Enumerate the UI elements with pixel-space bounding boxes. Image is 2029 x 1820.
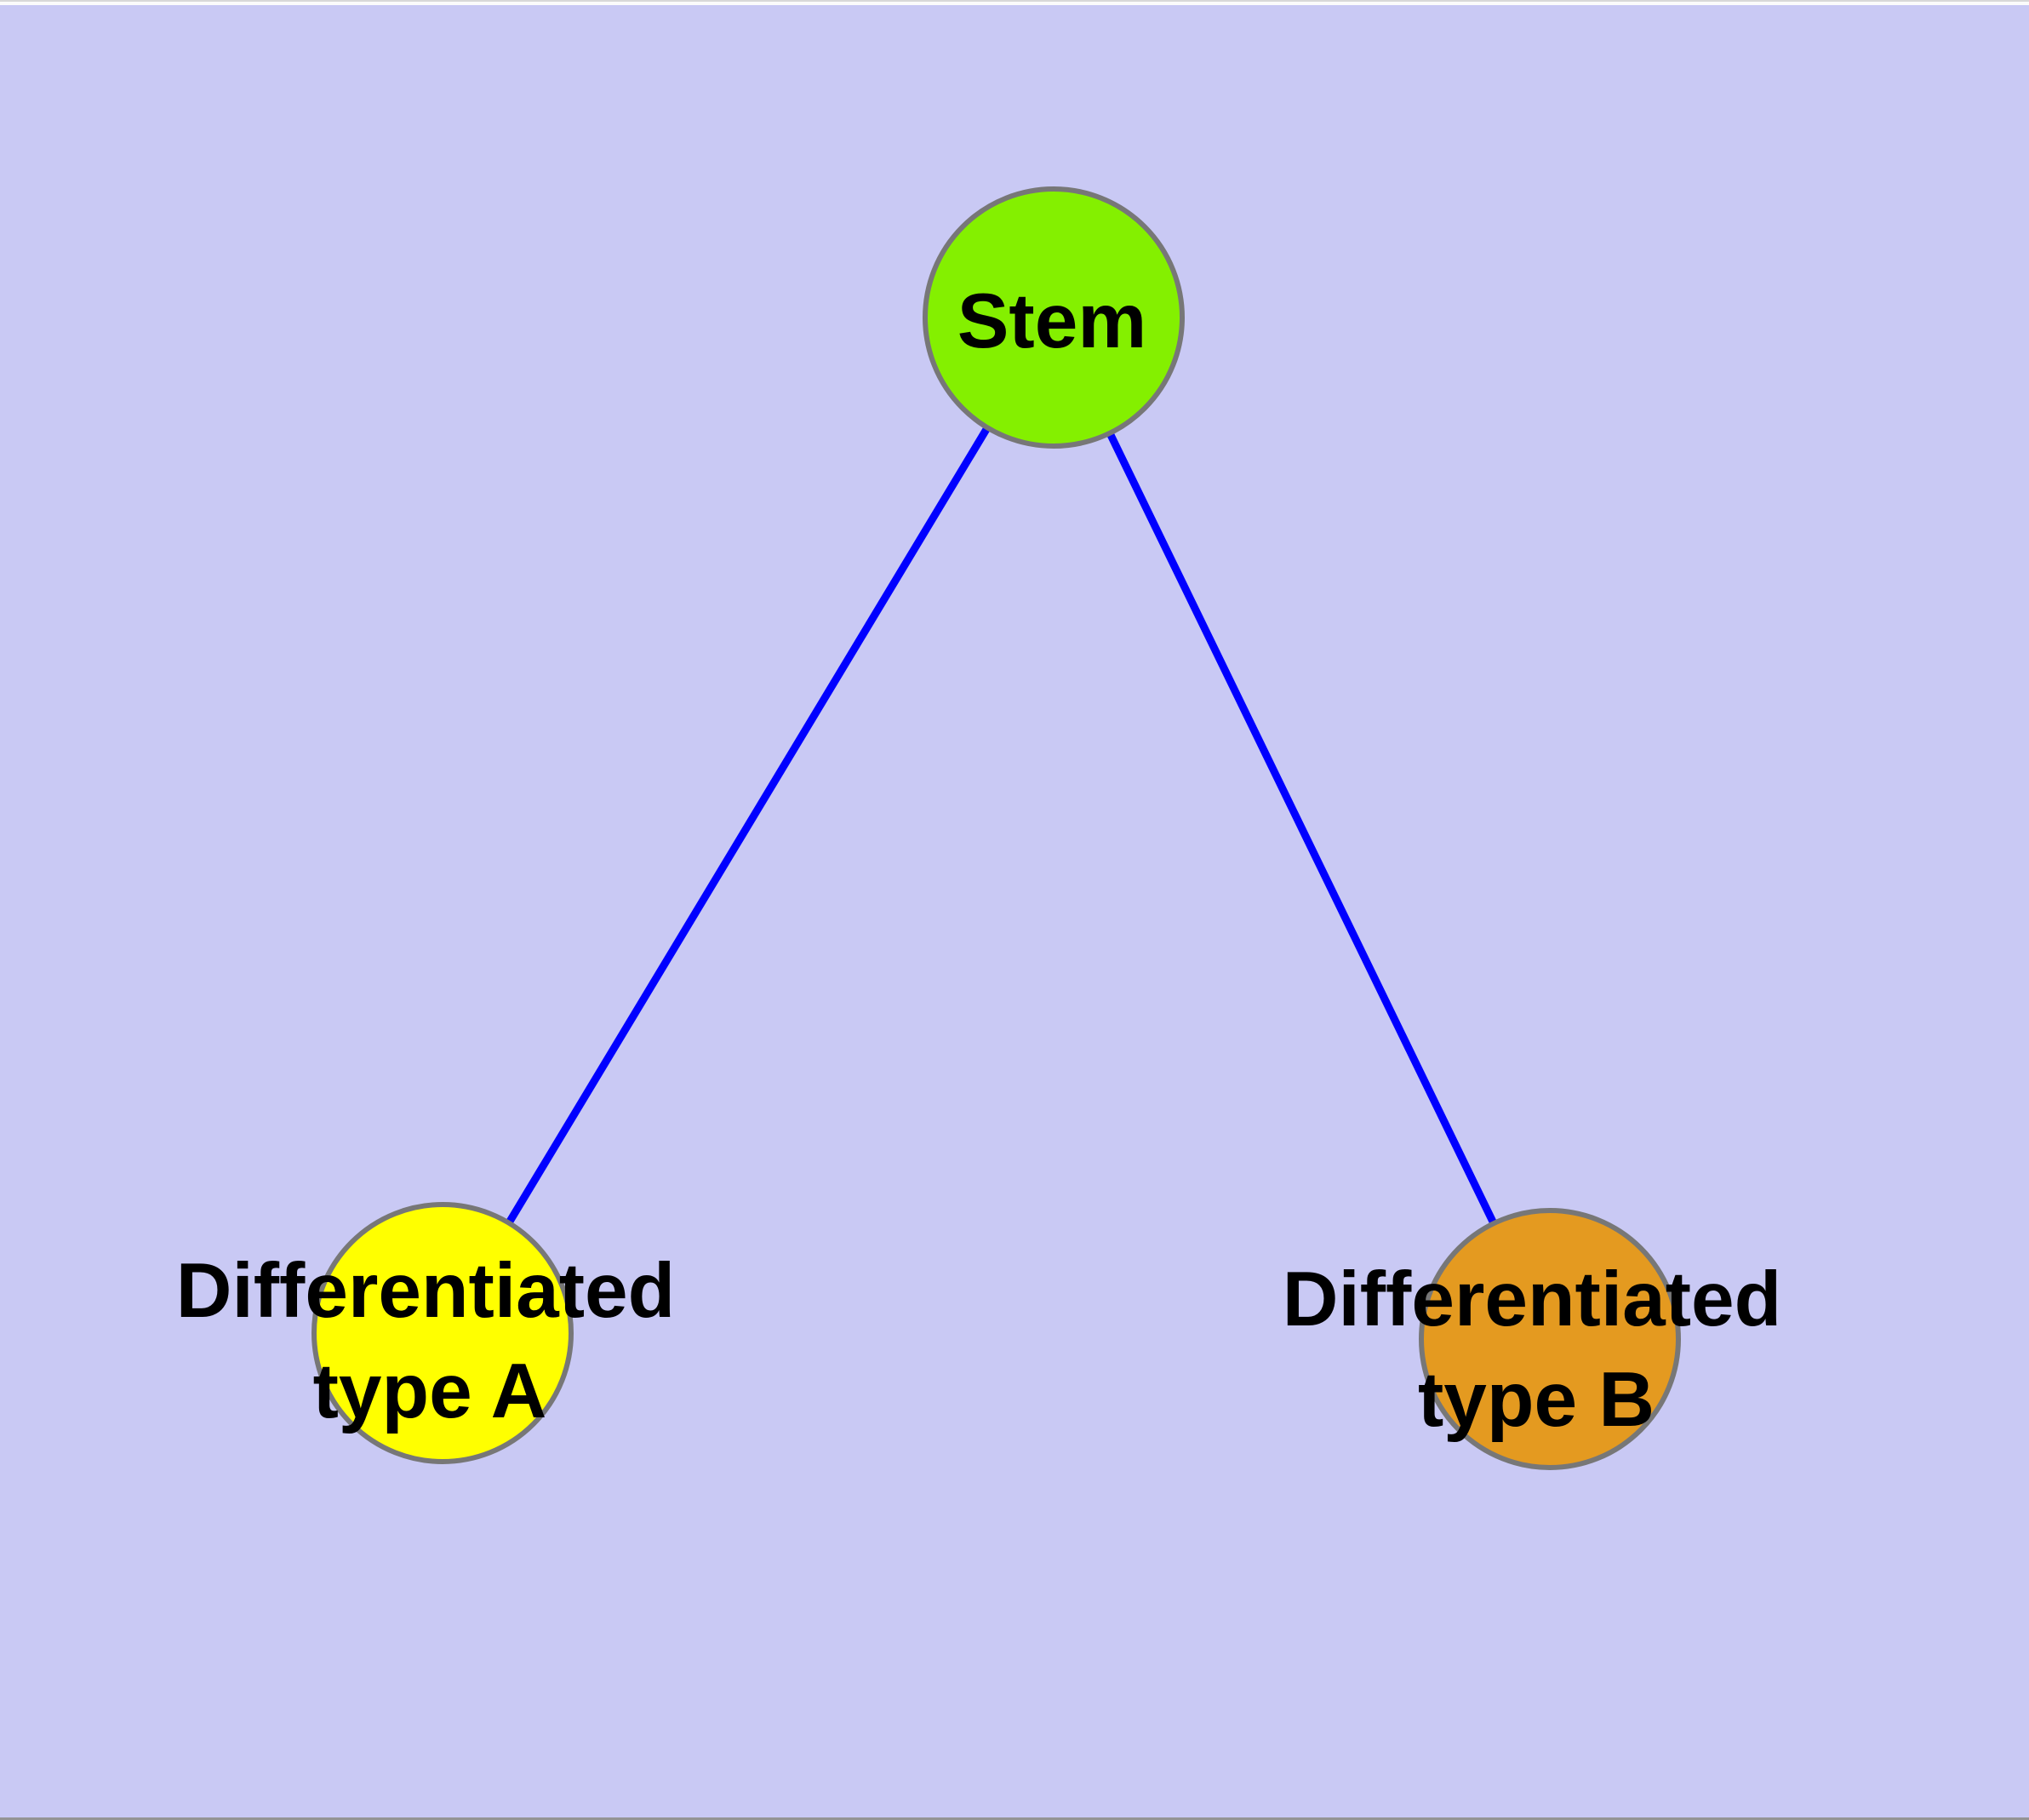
node-differentiated-type-b xyxy=(1419,1208,1681,1470)
node-type-b-label-line1: Differentiated xyxy=(1283,1256,1782,1342)
frame-bottom-line xyxy=(0,1817,2029,1820)
node-differentiated-type-a xyxy=(311,1202,574,1464)
node-type-a-label-line1: Differentiated xyxy=(176,1248,676,1334)
edge-stem-to-type-a xyxy=(439,315,1057,1336)
frame-top-strip xyxy=(0,2,2029,5)
node-type-a-label-line2: type A xyxy=(313,1348,547,1434)
node-stem xyxy=(923,186,1185,449)
frame-top-line xyxy=(0,0,2029,2)
node-type-b-label-line2: type B xyxy=(1418,1357,1655,1443)
edge-stem-to-type-b xyxy=(1049,316,1554,1341)
node-stem-label: Stem xyxy=(957,278,1147,364)
